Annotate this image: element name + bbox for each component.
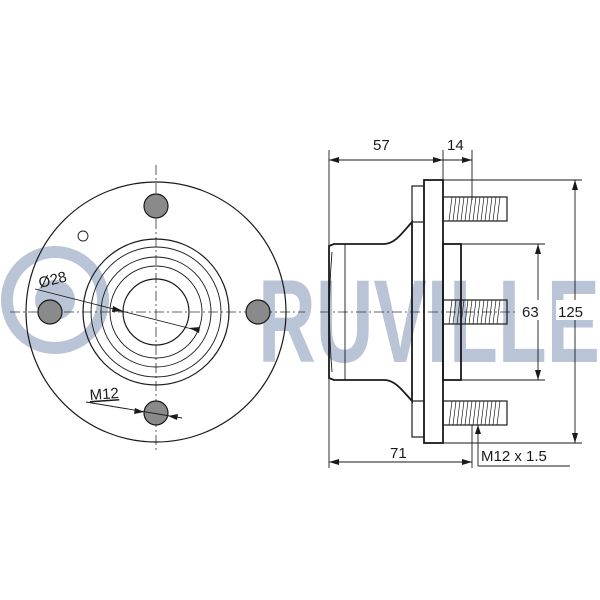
dim-63-label: 63 (522, 304, 539, 321)
flange-pad-bottom (411, 400, 425, 438)
thread-line (484, 196, 489, 222)
thread-line (460, 299, 465, 325)
stud-top (442, 196, 508, 222)
thread-line (460, 196, 465, 222)
thread-line (460, 400, 465, 426)
stud-thread-leader (85, 401, 183, 419)
stud-hole-bottom (143, 400, 169, 426)
thread-line (496, 196, 501, 222)
thread-line (472, 196, 477, 222)
hub-ring-2 (90, 246, 222, 378)
thread-line (464, 196, 469, 222)
thread-line (452, 400, 457, 426)
thread-line (476, 196, 481, 222)
flange-pad-top (411, 185, 425, 223)
hub-body (328, 219, 413, 404)
stud-bottom (442, 400, 508, 426)
thread-line (496, 400, 501, 426)
stud-threads (448, 196, 501, 426)
dim-57-arrow-left (329, 157, 339, 163)
dim-125-arrow-top (572, 180, 578, 190)
thread-line (480, 196, 485, 222)
thread-line (488, 196, 493, 222)
stud-hole-top (143, 193, 169, 219)
thread-line (452, 299, 457, 325)
dim-63-arrow-bottom (535, 370, 541, 380)
thread-line (456, 196, 461, 222)
thread-line (484, 299, 489, 325)
dim-71-arrow-right (462, 459, 472, 465)
flange-outline (25, 181, 287, 443)
thread-line (496, 299, 501, 325)
thread-line (456, 299, 461, 325)
dim-57-arrow-right (433, 157, 443, 163)
thread-line (452, 196, 457, 222)
side-view: 57 14 71 M12 x 1.5 63 125 (320, 137, 596, 468)
dim-125-label: 125 (558, 304, 583, 321)
stud-top-shank (442, 196, 508, 222)
thread-line (488, 400, 493, 426)
bore-arrow-left (112, 306, 123, 312)
thread-line (472, 400, 477, 426)
thread-line (488, 299, 493, 325)
stud-hole-left (37, 299, 63, 325)
hub-face-curve (329, 251, 333, 373)
dim-63-label-bg (520, 300, 552, 320)
thread-line (464, 400, 469, 426)
stud-hole-right (245, 299, 271, 325)
thread-line (492, 299, 497, 325)
thread-line (492, 400, 497, 426)
small-pin-hole (77, 230, 89, 242)
dim-63-arrow-top (535, 244, 541, 254)
hub-ring-4 (109, 265, 203, 359)
watermark-brand-text: RUVILLE (258, 256, 600, 388)
thread-line (468, 196, 473, 222)
stud-middle (442, 299, 508, 325)
dim-71-label: 71 (390, 445, 407, 462)
stud-middle-shank (442, 299, 508, 325)
ruville-watermark: RUVILLE (1, 246, 600, 388)
thread-line (492, 196, 497, 222)
front-view: Ø28 M12 (10, 165, 305, 450)
bore-arrow-right (189, 327, 200, 333)
stud-thread-label: M12 (89, 385, 119, 404)
thread-line (456, 400, 461, 426)
thread-line (448, 400, 453, 426)
thread-line (480, 400, 485, 426)
watermark-logo-ring (1, 246, 109, 354)
dim-125-arrow-bottom (572, 433, 578, 443)
dim-125-label-bg (556, 300, 596, 320)
hub-ring-3 (100, 256, 212, 368)
thread-spec-arrow (475, 425, 481, 434)
hub-outer-ring (82, 238, 230, 386)
stud-thread-arrow-right (168, 414, 178, 420)
thread-spec-label: M12 x 1.5 (481, 448, 547, 465)
dim-71-arrow-left (329, 459, 339, 465)
thread-line (472, 299, 477, 325)
thread-line (480, 299, 485, 325)
thread-line (448, 299, 453, 325)
thread-line (468, 299, 473, 325)
stud-thread-arrow-left (134, 408, 144, 414)
hub-bore (122, 278, 190, 346)
dim-14-arrow-right (462, 157, 472, 163)
thread-line (476, 299, 481, 325)
thread-line (448, 196, 453, 222)
dim-57-label: 57 (373, 137, 390, 154)
dim-14-label: 14 (447, 137, 464, 154)
bore-diameter-label: Ø28 (37, 269, 69, 292)
thread-line (484, 400, 489, 426)
thread-line (468, 400, 473, 426)
stud-bottom-shank (442, 400, 508, 426)
thread-line (464, 299, 469, 325)
thread-line (476, 400, 481, 426)
